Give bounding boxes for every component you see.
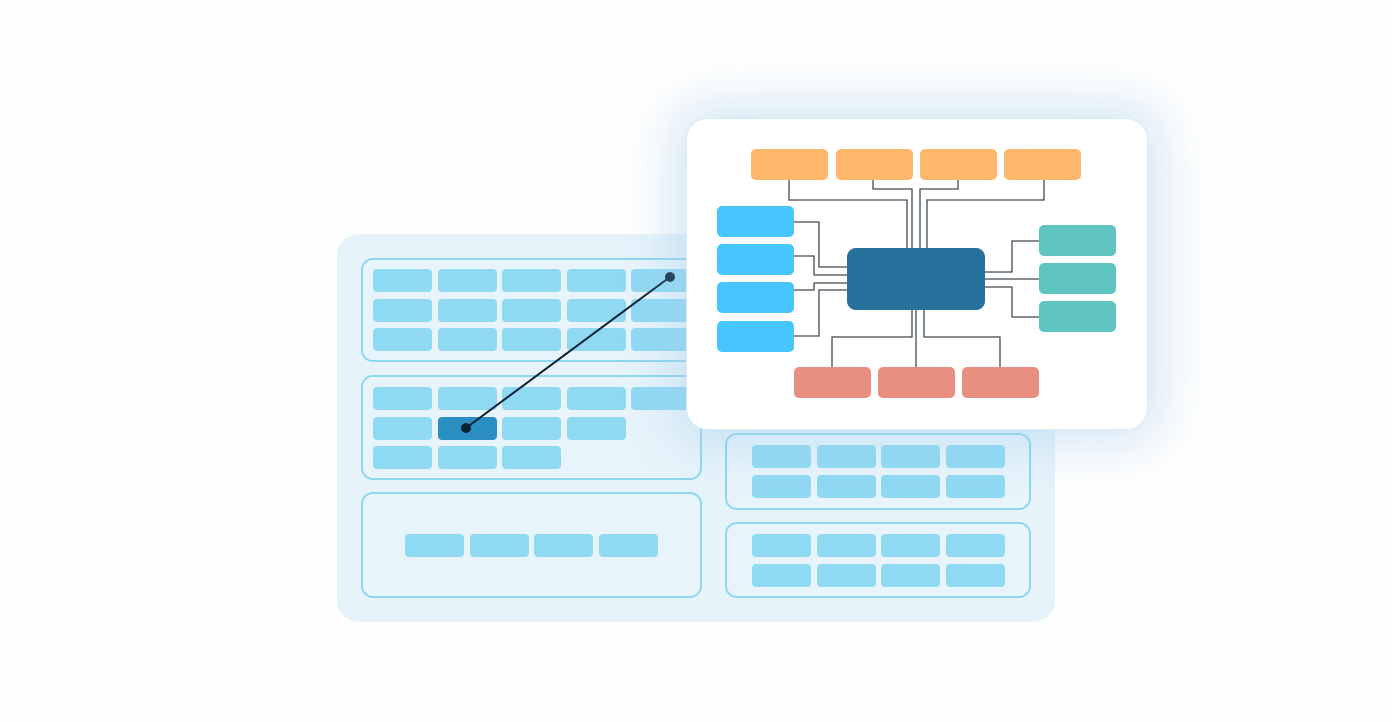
grid-cell[interactable] xyxy=(945,563,1005,587)
grid-cell[interactable] xyxy=(752,474,811,498)
grid-cell[interactable] xyxy=(881,445,940,468)
grid-cell[interactable] xyxy=(631,328,690,351)
top-branch-node[interactable] xyxy=(920,149,997,180)
grid-cell[interactable] xyxy=(373,416,432,440)
grid-cell[interactable] xyxy=(437,387,497,410)
link-start-dot[interactable] xyxy=(461,423,471,433)
right-branch-node[interactable] xyxy=(1039,301,1116,332)
grid-cell[interactable] xyxy=(752,534,811,557)
grid-cell[interactable] xyxy=(405,534,464,557)
bottom-branch-node[interactable] xyxy=(794,367,871,398)
left-branch-node[interactable] xyxy=(717,244,794,275)
top-branch-node[interactable] xyxy=(836,149,913,180)
grid-cell[interactable] xyxy=(881,534,940,557)
grid-cell[interactable] xyxy=(437,269,497,292)
grid-cell[interactable] xyxy=(816,563,876,587)
grid-cell[interactable] xyxy=(752,445,811,468)
left-branch-node[interactable] xyxy=(717,206,794,237)
grid-cell[interactable] xyxy=(631,298,690,322)
bottom-branch-node[interactable] xyxy=(962,367,1039,398)
bottom-branch-node[interactable] xyxy=(878,367,955,398)
right-branch-node[interactable] xyxy=(1039,225,1116,256)
grid-cell[interactable] xyxy=(752,563,811,587)
grid-cell[interactable] xyxy=(469,534,529,557)
grid-cell[interactable] xyxy=(566,416,626,440)
grid-cell[interactable] xyxy=(566,387,626,410)
top-branch-node[interactable] xyxy=(751,149,828,180)
grid-cell[interactable] xyxy=(566,328,626,351)
link-end-dot[interactable] xyxy=(665,272,675,282)
grid-cell[interactable] xyxy=(566,269,626,292)
grid-cell[interactable] xyxy=(373,446,432,469)
grid-cell[interactable] xyxy=(881,474,940,498)
grid-cell[interactable] xyxy=(373,328,432,351)
grid-cell[interactable] xyxy=(373,298,432,322)
grid-cell[interactable] xyxy=(502,328,561,351)
left-branch-node[interactable] xyxy=(717,282,794,313)
grid-cell[interactable] xyxy=(816,534,876,557)
grid-cell[interactable] xyxy=(816,445,876,468)
grid-cell[interactable] xyxy=(373,269,432,292)
central-node[interactable] xyxy=(847,248,985,310)
grid-cell[interactable] xyxy=(881,563,940,587)
left-branch-node[interactable] xyxy=(717,321,794,352)
grid-cell[interactable] xyxy=(566,298,626,322)
grid-cell[interactable] xyxy=(816,474,876,498)
grid-cell[interactable] xyxy=(502,416,561,440)
grid-cell[interactable] xyxy=(502,387,561,410)
grid-cell[interactable] xyxy=(373,387,432,410)
grid-cell[interactable] xyxy=(945,534,1005,557)
grid-cell[interactable] xyxy=(534,534,593,557)
top-branch-node[interactable] xyxy=(1004,149,1081,180)
link-line xyxy=(465,276,671,429)
grid-cell[interactable] xyxy=(437,328,497,351)
grid-cell[interactable] xyxy=(502,269,561,292)
grid-cell[interactable] xyxy=(502,298,561,322)
grid-cell[interactable] xyxy=(598,534,658,557)
grid-cell[interactable] xyxy=(631,269,690,292)
grid-cell[interactable] xyxy=(502,446,561,469)
grid-cell[interactable] xyxy=(631,387,690,410)
grid-cell[interactable] xyxy=(437,446,497,469)
right-branch-node[interactable] xyxy=(1039,263,1116,294)
grid-cell[interactable] xyxy=(945,445,1005,468)
grid-cell[interactable] xyxy=(945,474,1005,498)
grid-cell[interactable] xyxy=(437,298,497,322)
